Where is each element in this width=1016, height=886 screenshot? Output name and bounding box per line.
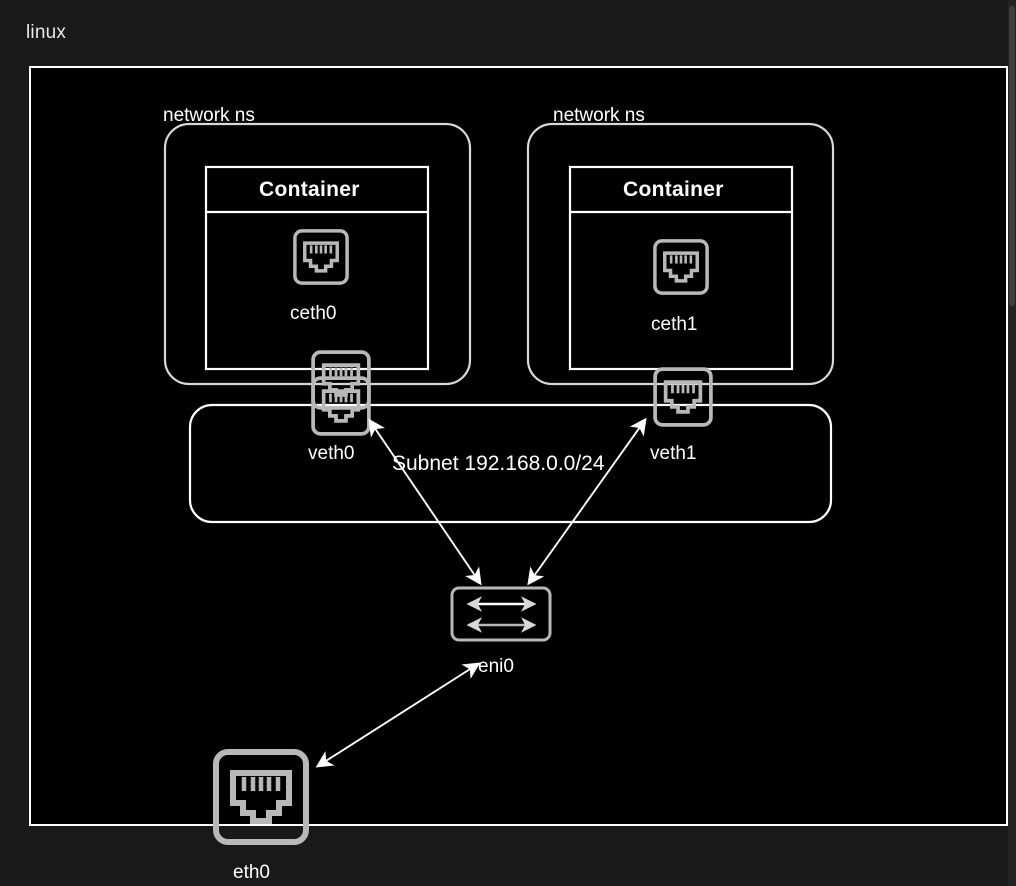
subnet-label: Subnet 192.168.0.0/24 — [392, 452, 605, 475]
linux-host-boundary — [29, 66, 1008, 826]
container-right-title: Container — [623, 178, 724, 201]
container-left-title: Container — [259, 178, 360, 201]
host-interface-label-eth0: eth0 — [233, 862, 270, 883]
bridge-label-eni0: eni0 — [478, 656, 514, 677]
interface-label-veth1: veth1 — [650, 443, 697, 464]
interface-label-ceth1: ceth1 — [651, 314, 698, 335]
linux-root-label: linux — [26, 22, 67, 43]
interface-label-ceth0: ceth0 — [290, 303, 337, 324]
vertical-scrollbar[interactable] — [1008, 0, 1016, 886]
scrollbar-thumb[interactable] — [1009, 6, 1015, 306]
network-ns-right-label: network ns — [553, 105, 645, 126]
interface-label-veth0: veth0 — [308, 443, 355, 464]
network-ns-left-label: network ns — [163, 105, 255, 126]
